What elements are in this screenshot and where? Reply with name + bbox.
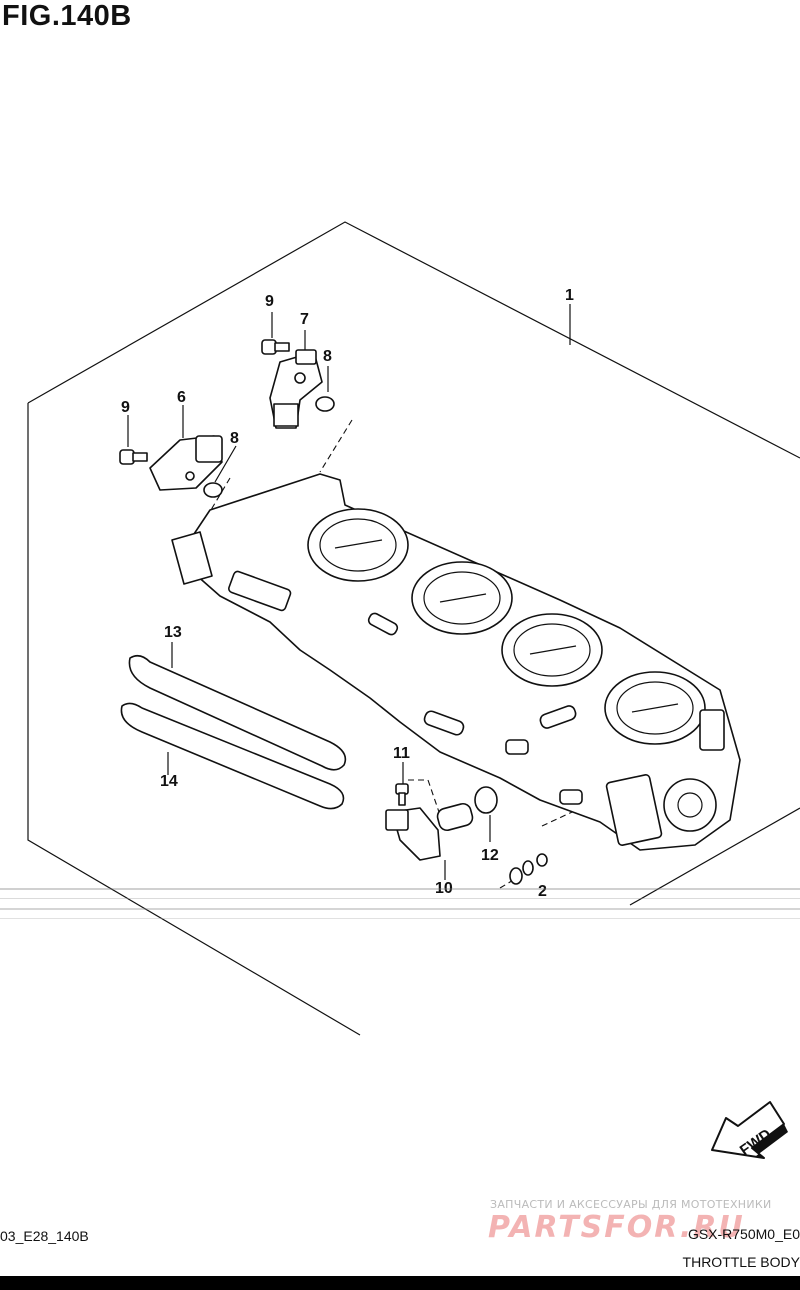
forward-arrow-icon	[711, 1101, 788, 1159]
bottom-bar	[0, 1276, 800, 1290]
gasket-13	[128, 654, 347, 771]
model-code: GSX-R750M0_E0	[687, 1226, 800, 1242]
watermark-tagline: ЗАПЧАСТИ И АКСЕССУАРЫ ДЛЯ МОТОТЕХНИКИ	[490, 1198, 772, 1211]
callout-2: 2	[538, 883, 547, 900]
callout-9-lower: 9	[121, 399, 130, 416]
callout-8-upper: 8	[323, 348, 332, 365]
callout-14: 14	[160, 773, 178, 790]
callout-11: 11	[393, 745, 410, 762]
throttle-body-1	[171, 473, 741, 851]
figure-name: THROTTLE BODY	[682, 1254, 800, 1270]
gasket-14	[120, 702, 345, 810]
bolt-9-lower	[119, 449, 148, 465]
assembly-frame-bottom	[629, 807, 800, 906]
callout-6: 6	[177, 389, 186, 406]
spring-2	[509, 853, 548, 885]
assembly-frame-left	[27, 403, 361, 1036]
callout-12: 12	[481, 847, 499, 864]
o-ring-12	[474, 786, 498, 814]
o-ring-8-lower	[203, 482, 223, 498]
callout-9-upper: 9	[265, 293, 274, 310]
callout-7: 7	[300, 311, 309, 328]
bolt-9-upper	[261, 339, 290, 355]
o-ring-8-upper	[315, 396, 335, 412]
sensor-6	[149, 435, 223, 491]
scan-noise-band	[0, 888, 800, 919]
watermark-logo: PARTSFOR.RU	[488, 1210, 745, 1245]
sensor-7	[269, 349, 323, 429]
callout-1: 1	[565, 287, 574, 304]
figure-code: 03_E28_140B	[0, 1228, 89, 1244]
figure-title: FIG.140B	[2, 0, 132, 32]
screw-11	[395, 783, 409, 806]
callout-13: 13	[164, 624, 182, 641]
assembly-frame	[27, 221, 800, 459]
callout-8-lower: 8	[230, 430, 239, 447]
callout-10: 10	[435, 880, 453, 897]
sensor-10	[385, 802, 474, 861]
